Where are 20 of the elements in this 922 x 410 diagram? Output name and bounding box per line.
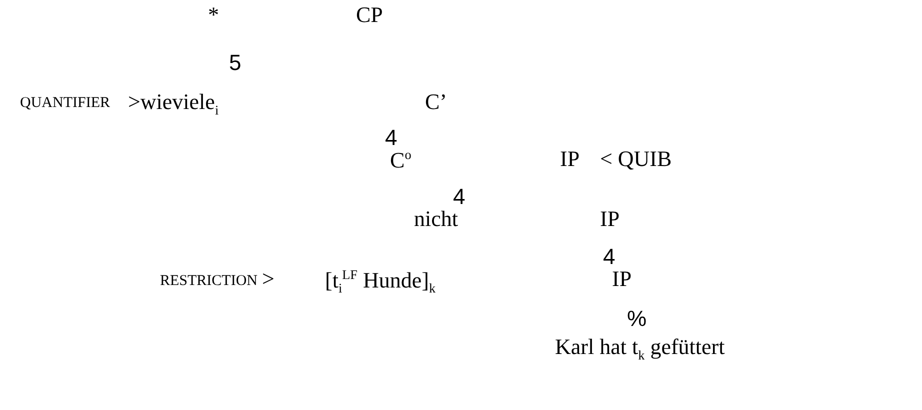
role-label: < QUIB	[600, 148, 672, 170]
symbol: >	[262, 268, 274, 290]
word-label: >wieviele$_{i}$	[128, 91, 219, 117]
branch-glyph: 4	[603, 246, 616, 268]
sentence-label: Karl hat t$_{k}$ gefüttert	[555, 336, 725, 362]
category-label: C’	[425, 91, 447, 113]
category-label: C$^{o}$	[390, 148, 412, 172]
role-label: RESTRICTION	[160, 274, 258, 289]
category-label: CP	[356, 4, 383, 26]
branch-glyph: 4	[385, 127, 398, 149]
category-label: IP	[560, 148, 580, 170]
role-label: QUANTIFIER	[20, 96, 110, 111]
category-label: IP	[612, 268, 632, 290]
branch-glyph: 4	[453, 186, 466, 208]
word-label: nicht	[414, 208, 458, 230]
symbol: *	[208, 4, 219, 26]
category-label: IP	[600, 208, 620, 230]
word-label: [t$_{i}$$^{LF}$ Hunde]$_{k}$	[325, 268, 436, 295]
branch-glyph: 5	[229, 52, 242, 74]
branch-glyph: %	[627, 308, 647, 330]
